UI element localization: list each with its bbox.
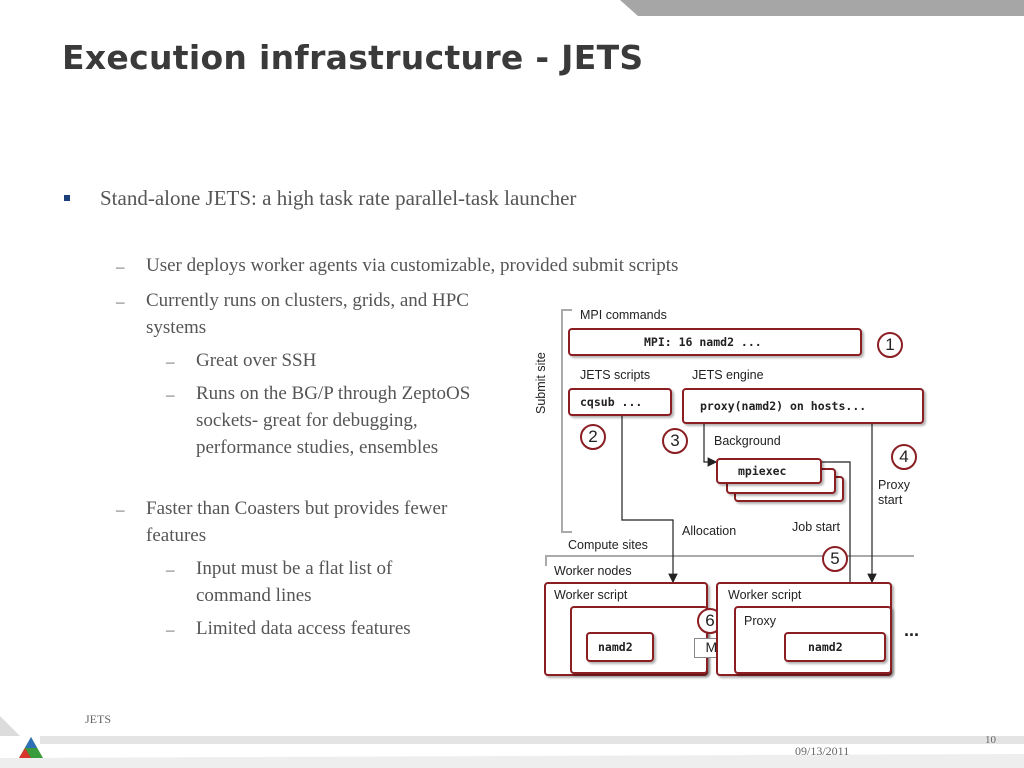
step-2-marker: 2: [580, 424, 606, 450]
submit-site-label: Submit site: [534, 352, 548, 414]
proxy-start-label: Proxy start: [878, 478, 910, 507]
sub-item-clusters: Currently runs on clusters, grids, and H…: [146, 290, 469, 338]
step-3-marker: 3: [662, 428, 688, 454]
mpiexec-text: mpiexec: [738, 464, 787, 478]
dash-marker: –: [116, 292, 125, 311]
allocation-label: Allocation: [682, 524, 737, 538]
dash-marker: –: [116, 500, 125, 519]
proxy-label: Proxy: [744, 614, 776, 628]
namd2-left-box: namd2: [586, 632, 654, 662]
step-4-marker: 4: [891, 444, 917, 470]
dash-marker: –: [116, 257, 125, 276]
cqsub-text: cqsub ...: [580, 395, 643, 409]
mpi-command-text: MPI: 16 namd2 ...: [644, 335, 762, 349]
sub-item-bgp: Runs on the BG/P through ZeptoOS sockets…: [196, 383, 471, 458]
jets-scripts-label: JETS scripts: [580, 368, 651, 382]
sub-item-ssh: Great over SSH: [196, 350, 317, 371]
footer-decoration: [0, 716, 1024, 768]
sub-item-data-access: Limited data access features: [196, 618, 411, 639]
bullet-marker: [64, 195, 70, 201]
dash-marker: –: [166, 560, 175, 579]
mpi-commands-label: MPI commands: [580, 308, 667, 322]
dash-marker: –: [166, 620, 175, 639]
proxy-command-text: proxy(namd2) on hosts...: [700, 399, 867, 413]
jets-engine-label: JETS engine: [692, 368, 764, 382]
footer-label: JETS: [85, 712, 112, 726]
page-number: 10: [985, 734, 996, 746]
namd2-right-text: namd2: [808, 640, 843, 654]
namd2-left-text: namd2: [598, 640, 633, 654]
slide-title: Execution infrastructure - JETS: [62, 38, 644, 77]
argonne-logo-icon: [19, 737, 43, 758]
top-decorative-band: [620, 0, 1024, 16]
mpiexec-box: mpiexec: [716, 458, 822, 484]
step-1-marker: 1: [877, 332, 903, 358]
dash-marker: –: [166, 352, 175, 371]
worker-script-left-label: Worker script: [554, 588, 628, 602]
sub-item-coasters: Faster than Coasters but provides fewer …: [146, 498, 448, 546]
job-start-label: Job start: [792, 520, 840, 534]
more-workers-ellipsis: ...: [904, 620, 920, 640]
compute-sites-label: Compute sites: [568, 538, 648, 552]
sub-item-submit-scripts: User deploys worker agents via customiza…: [146, 255, 679, 276]
sub-item-flat-list: Input must be a flat list of command lin…: [196, 558, 393, 606]
footer-date: 09/13/2011: [795, 744, 850, 758]
worker-nodes-label: Worker nodes: [554, 564, 632, 578]
jets-engine-box: proxy(namd2) on hosts...: [682, 388, 924, 424]
namd2-right-box: namd2: [784, 632, 886, 662]
dash-marker: –: [166, 385, 175, 404]
main-bullet: Stand-alone JETS: a high task rate paral…: [100, 186, 577, 210]
background-label: Background: [714, 434, 781, 448]
cqsub-box: cqsub ...: [568, 388, 672, 416]
diagram-connectors: [545, 309, 914, 653]
step-5-marker: 5: [822, 546, 848, 572]
worker-script-right-label: Worker script: [728, 588, 802, 602]
jets-architecture-diagram: Submit site MPI commands MPI: 16 namd2 .…: [534, 302, 930, 680]
mpi-command-box: MPI: 16 namd2 ...: [568, 328, 862, 356]
